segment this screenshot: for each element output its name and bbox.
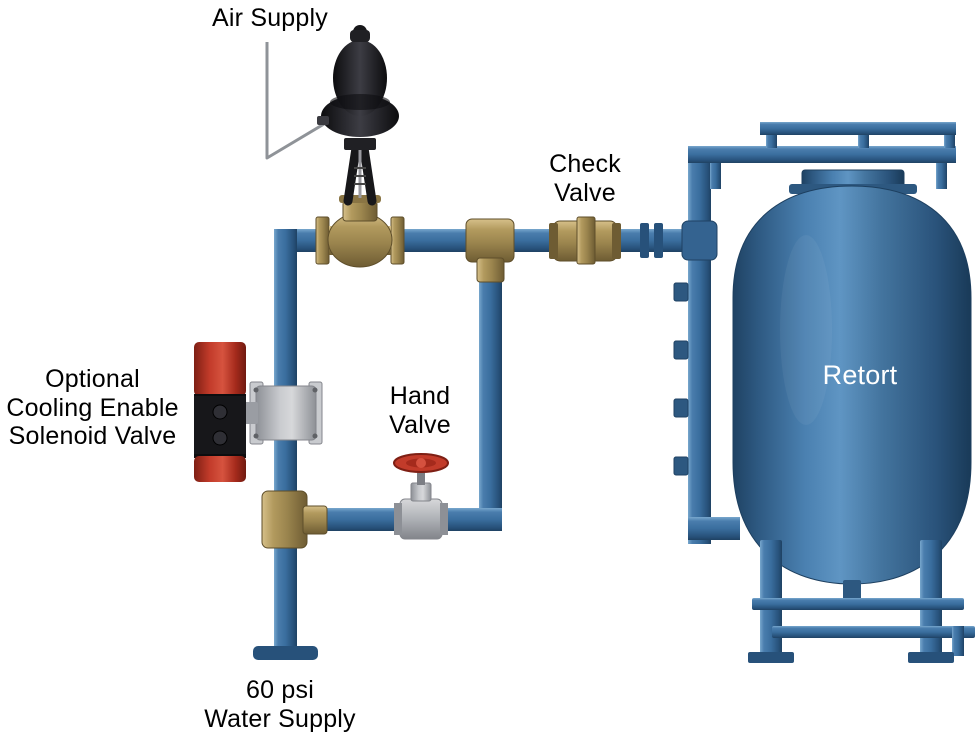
- label-solenoid-valve: Optional Cooling Enable Solenoid Valve: [6, 365, 179, 450]
- brass-tee-lower: [261, 490, 328, 549]
- label-retort: Retort: [822, 360, 898, 390]
- valve-yoke: [343, 143, 377, 206]
- air-supply-line: [265, 42, 330, 160]
- label-check-valve: Check Valve: [549, 150, 621, 207]
- retort-feed-pipe: [640, 146, 740, 544]
- label-hand-valve: Hand Valve: [389, 382, 451, 439]
- handwheel: [393, 453, 449, 473]
- pipe-coupling: [640, 223, 663, 258]
- solenoid-actuator: [194, 342, 246, 482]
- top-rails: [688, 122, 956, 189]
- label-water-supply: 60 psi Water Supply: [204, 676, 356, 733]
- check-valve: [549, 216, 621, 265]
- solenoid-valve: [194, 342, 323, 482]
- label-air-supply: Air Supply: [212, 4, 328, 32]
- valve-actuator: [317, 25, 399, 150]
- hand-valve: [393, 453, 449, 540]
- water-supply-flange: [253, 646, 318, 660]
- brass-tee-upper: [465, 218, 515, 283]
- pipe-network: [253, 229, 711, 660]
- retort-stand: [748, 540, 975, 663]
- control-valve: [315, 25, 405, 268]
- pipe-brackets: [673, 282, 689, 476]
